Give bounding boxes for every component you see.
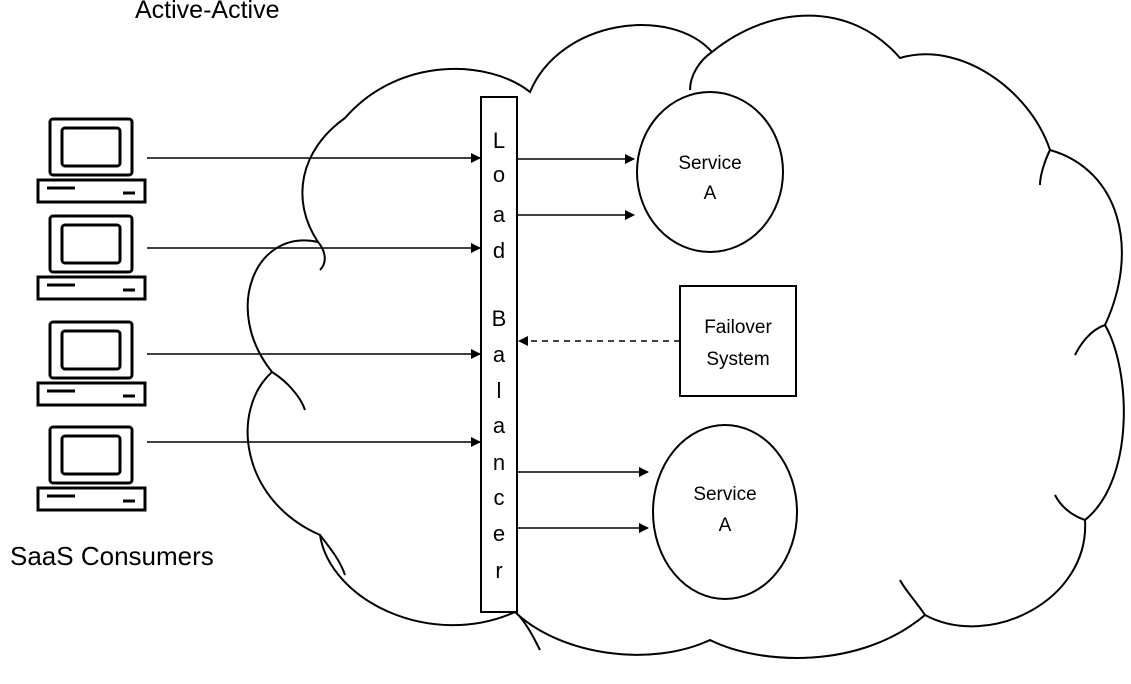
service-label-line2: A xyxy=(719,515,732,536)
load-balancer-box xyxy=(480,96,518,613)
lb-char: l xyxy=(497,378,502,403)
failover-label-line1: Failover xyxy=(704,317,772,338)
lb-char: a xyxy=(493,342,506,367)
service-label-line1: Service xyxy=(693,484,756,505)
lb-char: d xyxy=(493,238,505,263)
service-node: Service A xyxy=(636,91,784,253)
load-balancer-label: L o a d B a l a n c e r xyxy=(492,128,507,583)
computer-icon xyxy=(36,214,147,301)
consumers-label: SaaS Consumers xyxy=(10,541,214,571)
computer-icon xyxy=(36,117,147,204)
service-label-line1: Service xyxy=(678,153,741,174)
lb-char: a xyxy=(493,202,506,227)
computer-icon xyxy=(36,320,147,407)
lb-char: o xyxy=(493,162,505,187)
failover-label-line2: System xyxy=(706,349,769,370)
service-label-line2: A xyxy=(704,183,717,204)
failover-system-node: Failover System xyxy=(679,285,797,397)
lb-char: B xyxy=(492,306,507,331)
lb-char: e xyxy=(493,521,505,546)
lb-char: a xyxy=(493,413,506,438)
lb-char: r xyxy=(495,558,502,583)
lb-char: L xyxy=(493,128,505,153)
cloud-icon xyxy=(246,14,1125,659)
diagram-title: Active-Active xyxy=(135,0,279,24)
service-node: Service A xyxy=(652,424,798,600)
computer-icon xyxy=(36,425,147,512)
lb-char: n xyxy=(493,450,505,475)
lb-char: c xyxy=(494,485,505,510)
